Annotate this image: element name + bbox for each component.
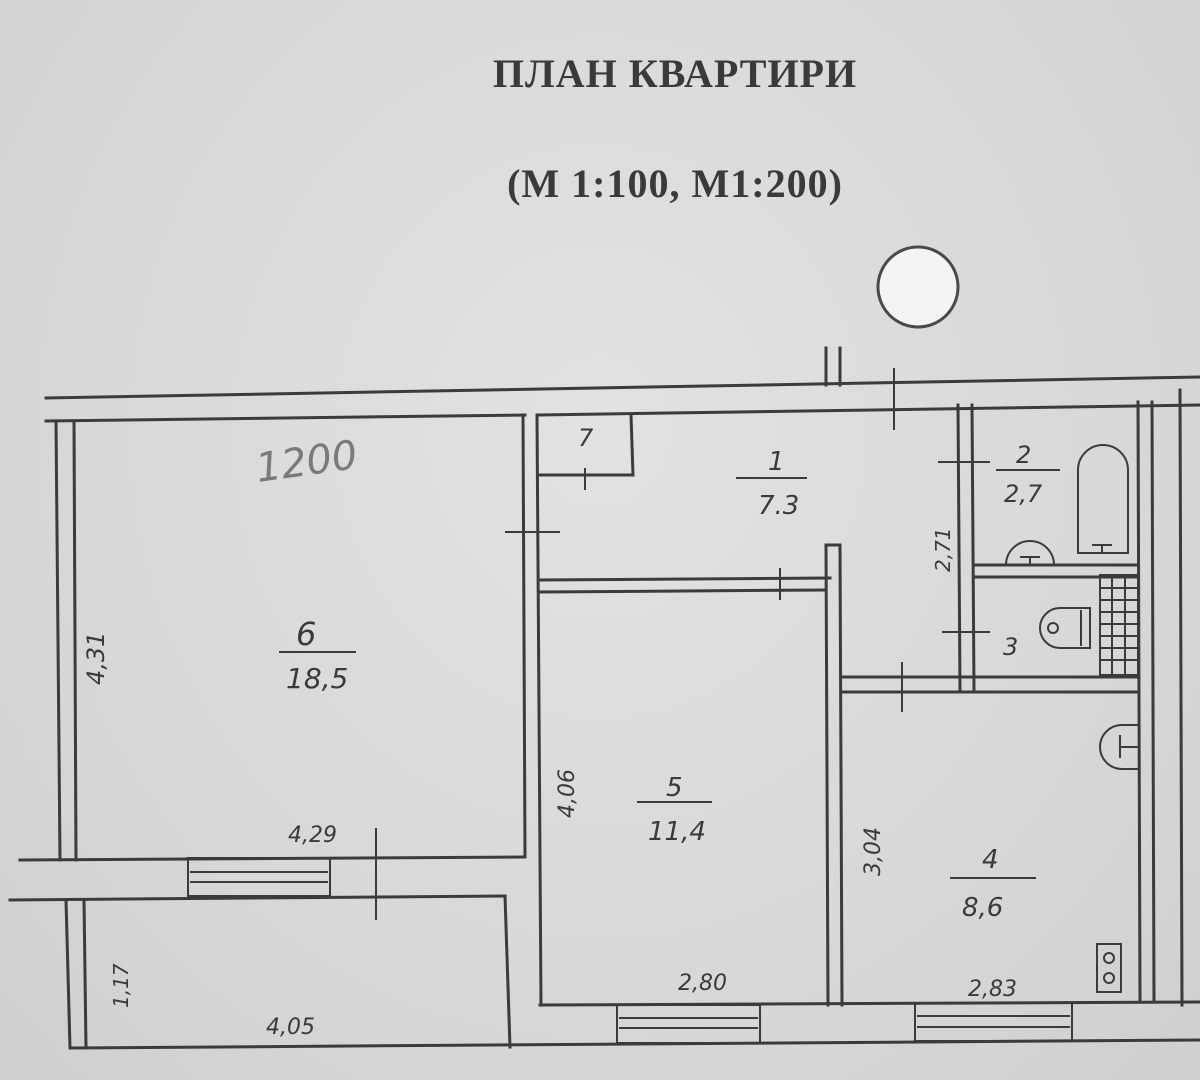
room-1-area: 7.3	[758, 491, 799, 521]
room-5-number: 5	[666, 773, 683, 803]
room-2-area: 2,7	[1004, 480, 1043, 508]
stove-icon	[1096, 943, 1122, 993]
dim-balcony-width: 4,05	[266, 1015, 315, 1040]
toilet-icon	[1039, 607, 1091, 649]
room-7-number: 7	[578, 424, 594, 452]
plan-scale: (М 1:100, М1:200)	[507, 161, 843, 206]
room-3-number: 3	[1003, 633, 1018, 661]
window-room5	[616, 1004, 761, 1044]
room-4-area: 8,6	[962, 893, 1003, 923]
dim-room6-height: 4,31	[82, 632, 110, 685]
room-2-number: 2	[1016, 441, 1031, 469]
room-1-number: 1	[768, 447, 785, 477]
room-6-number: 6	[296, 615, 316, 653]
dim-bath-height: 2,71	[931, 527, 955, 572]
dim-room4-height: 3,04	[861, 827, 886, 876]
dim-room5-width: 2,80	[678, 971, 727, 996]
handwritten-note: 1200	[253, 432, 360, 492]
plan-title: ПЛАН КВАРТИРИ	[492, 51, 858, 96]
area-fraction-lines	[279, 469, 1060, 879]
dim-room6-width: 4,29	[288, 823, 337, 848]
ventilation-grid-icon	[1099, 574, 1139, 676]
outer-walls	[44, 346, 1200, 1007]
dim-balcony-depth: 1,17	[109, 963, 133, 1008]
dim-room5-height: 4,06	[555, 769, 580, 818]
bathtub-icon	[1077, 444, 1129, 554]
room-5-area: 11,4	[648, 817, 706, 847]
room-4-number: 4	[982, 845, 999, 875]
stamp-icon	[876, 245, 960, 329]
interior-walls	[505, 403, 1140, 1007]
sink-icon	[1005, 540, 1055, 566]
kitchen-sink-icon	[1099, 724, 1138, 770]
dim-room4-width: 2,83	[968, 977, 1017, 1002]
room-6-area: 18,5	[286, 662, 348, 695]
window-room4	[914, 1002, 1073, 1042]
window-room6	[187, 857, 331, 897]
